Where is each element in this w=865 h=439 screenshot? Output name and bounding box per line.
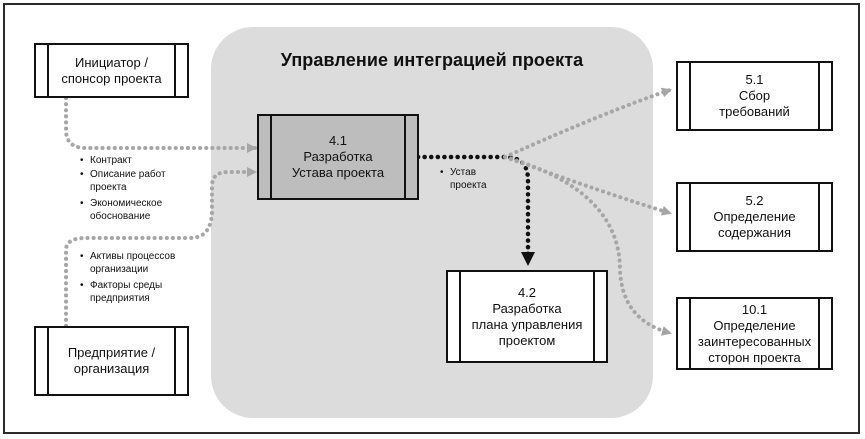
input-item-continuation: организации (90, 264, 149, 275)
process-4-2-line-3: проектом (498, 332, 556, 348)
process-4-1-number: 4.1 (328, 133, 348, 148)
diagram-frame (3, 3, 860, 434)
process-4-2-number: 4.2 (517, 284, 537, 300)
input-item: •Контракт (80, 155, 132, 166)
input-item-continuation: проекта (90, 182, 127, 193)
input-item: •Факторы среды (80, 280, 163, 291)
input-item: •Описание работ (80, 169, 166, 180)
process-5-1-line-1: Сбор (738, 88, 771, 103)
output-charter-label: •Устав проекта (440, 166, 510, 192)
process-10-1-line-1: Определение (713, 317, 796, 333)
process-10-1-line-3: сторон проекта (708, 349, 801, 365)
initiator-sponsor-node: Инициатор / спонсор проекта (34, 43, 189, 98)
process-4-1-node: 4.1 Разработка Устава проекта (257, 114, 419, 200)
input-item-continuation: предприятия (90, 293, 150, 304)
process-5-2-node: 5.2 Определение содержания (676, 182, 833, 252)
input-item: •Экономическое (80, 198, 163, 209)
connector-4-1-to-10-1 (503, 155, 672, 336)
input-item: •Активы процессов (80, 251, 176, 262)
process-10-1-node: 10.1 Определение заинтересованных сторон… (676, 297, 833, 370)
output-item: •Устав (440, 167, 477, 178)
enterprise-line-1: Предприятие / (67, 345, 156, 360)
output-item-continuation: проекта (450, 180, 487, 191)
connector-initiator-to-4-1 (64, 96, 257, 153)
process-5-1-number: 5.1 (745, 72, 764, 87)
initiator-line-2: спонсор проекта (61, 70, 162, 86)
process-5-2-number: 5.2 (745, 193, 764, 208)
process-10-1-number: 10.1 (741, 301, 768, 317)
process-4-2-node: 4.2 Разработка плана управления проектом (446, 270, 608, 363)
initiator-line-1: Инициатор / (75, 54, 148, 70)
enterprise-line-2: организация (73, 361, 150, 376)
diagram-title: Управление интеграцией проекта (280, 50, 584, 70)
inputs-list-initiator: •Контракт •Описание работ проекта •Эконо… (80, 154, 210, 223)
process-5-1-line-2: требований (719, 104, 790, 119)
enterprise-organization-node: Предприятие / организация (34, 326, 189, 396)
process-10-1-line-2: заинтересованных (697, 333, 812, 349)
process-4-1-line-2: Устава проекта (291, 165, 385, 180)
connector-enterprise-to-4-1 (64, 167, 257, 328)
process-4-2-line-1: Разработка (492, 300, 562, 316)
input-item-continuation: обоснование (90, 211, 151, 222)
process-5-2-line-1: Определение (713, 209, 796, 224)
process-5-2-line-2: содержания (717, 225, 792, 240)
process-5-1-node: 5.1 Сбор требований (676, 61, 833, 131)
inputs-list-enterprise: •Активы процессов организации •Факторы с… (80, 250, 210, 305)
process-4-1-line-1: Разработка (303, 149, 373, 164)
connector-4-1-to-5-1 (503, 87, 672, 159)
process-4-2-line-2: плана управления (471, 316, 583, 332)
